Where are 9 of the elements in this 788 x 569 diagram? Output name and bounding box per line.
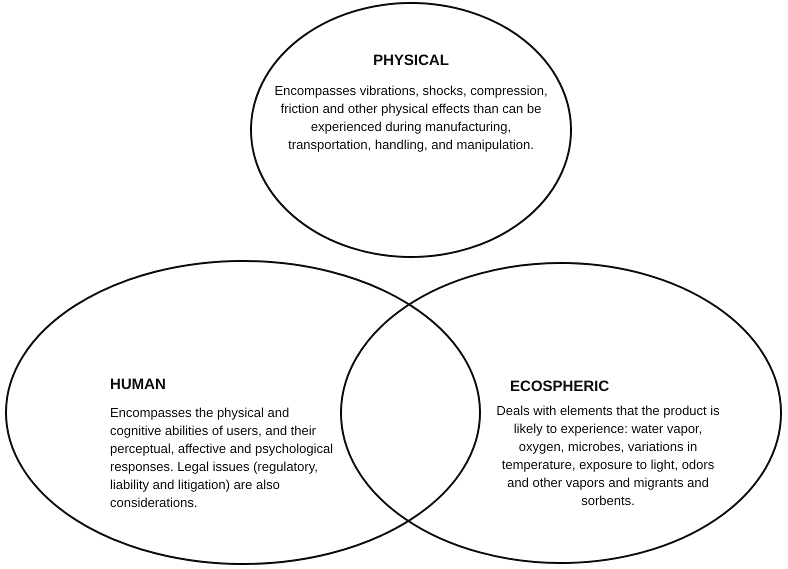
description-text: Encompasses vibrations, shocks, compression, friction and other physical effects than can be experienced during manufacturing, transportation, handling, and manipulation. — [273, 82, 549, 154]
description-text: Deals with elements that the product is likely to experience: water vapor, oxygen, microbes, variations in temperature, exposure to light, odors and other vapors and migrants and sorbents. — [495, 402, 721, 510]
venn-ellipse — [340, 262, 782, 564]
venn-ellipse — [5, 260, 481, 565]
category-heading: HUMAN — [110, 376, 166, 393]
description-text: Encompasses the physical and cognitive abilities of users, and their perceptual, affective and psychological responses. Legal issues (regulatory, liability and litigation) are also considerations. — [110, 404, 334, 512]
category-heading: ECOSPHERIC — [510, 378, 610, 395]
venn-ellipse — [250, 2, 572, 258]
category-heading: PHYSICAL — [372, 52, 450, 69]
